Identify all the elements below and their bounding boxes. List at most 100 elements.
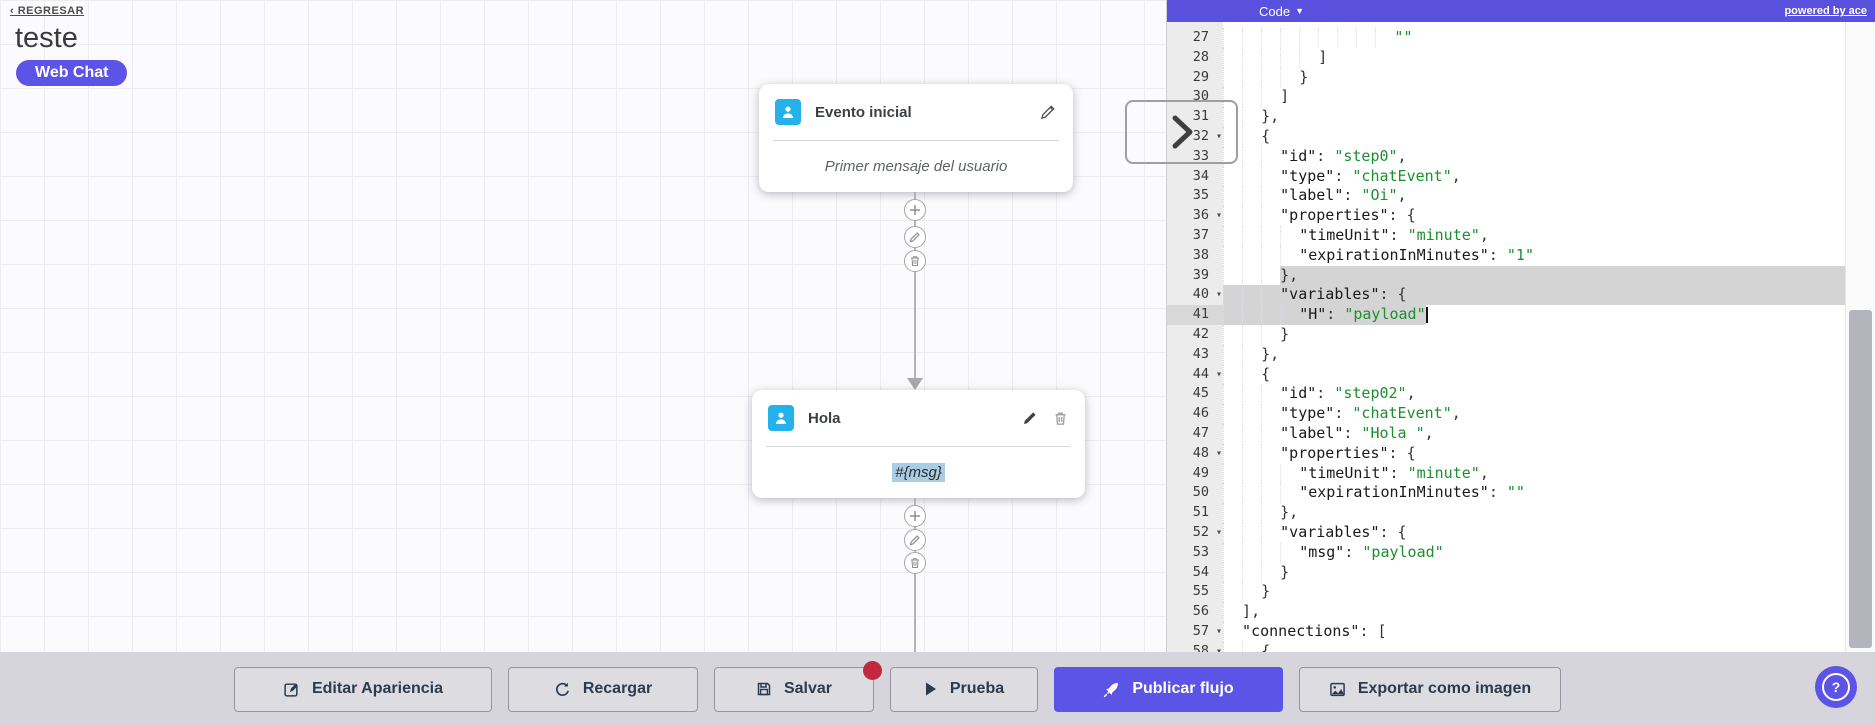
code-line: 43 }, [1167, 344, 1845, 365]
code-line: 31 }, [1167, 107, 1845, 127]
line-number: 29 [1192, 68, 1209, 85]
fold-toggle-icon[interactable]: ▾ [1215, 447, 1222, 459]
connector-line [914, 192, 916, 378]
test-button[interactable]: Prueba [890, 666, 1038, 712]
code-line: 35 "label": "Oi", [1167, 186, 1845, 207]
code-line: 40▾ "variables": { [1167, 285, 1845, 306]
fold-toggle-icon[interactable]: ▾ [1215, 289, 1222, 301]
fold-toggle-icon[interactable]: ▾ [1215, 526, 1222, 538]
line-number: 35 [1192, 187, 1209, 204]
edit-connection-button[interactable] [904, 529, 926, 551]
trash-icon [911, 256, 919, 266]
line-number: 53 [1192, 543, 1209, 560]
line-number: 42 [1192, 325, 1209, 342]
code-lines[interactable]: 27 ""28 ]29 }30 ]31 },32▾ {33 "id": "ste… [1167, 22, 1845, 652]
code-line: 27 "" [1167, 28, 1845, 48]
export-image-button[interactable]: Exportar como imagen [1299, 666, 1561, 712]
line-number: 37 [1192, 226, 1209, 243]
code-line: 47 "label": "Hola ", [1167, 423, 1845, 444]
save-icon [756, 681, 772, 697]
add-step-button[interactable] [904, 505, 926, 527]
help-button[interactable]: ? [1815, 666, 1857, 708]
chevron-down-icon: ▼ [1295, 6, 1304, 16]
line-number: 46 [1192, 405, 1209, 422]
line-number: 39 [1192, 266, 1209, 283]
line-number: 45 [1192, 385, 1209, 402]
line-number: 36▾ [1167, 206, 1223, 226]
code-mode-selector[interactable]: Code ▼ [1253, 3, 1310, 20]
line-number: 41 [1167, 305, 1223, 325]
code-panel: Code ▼ powered by ace 27 ""28 ]29 }30 ]3… [1166, 0, 1875, 652]
fold-toggle-icon[interactable]: ▾ [1215, 645, 1222, 652]
back-link[interactable]: ‹ REGRESAR [10, 5, 85, 17]
line-number: 33 [1192, 147, 1209, 164]
delete-node-icon[interactable] [1051, 409, 1069, 427]
save-button[interactable]: Salvar [714, 660, 882, 712]
line-number: 31 [1192, 108, 1209, 125]
line-number: 58▾ [1167, 642, 1223, 652]
line-number: 49 [1192, 464, 1209, 481]
line-number: 56 [1192, 603, 1209, 620]
button-label: Editar Apariencia [311, 680, 443, 697]
line-number: 52▾ [1167, 523, 1223, 543]
question-mark-icon: ? [1822, 673, 1850, 701]
edit-node-icon[interactable] [1039, 103, 1057, 121]
reload-button[interactable]: Recargar [508, 666, 698, 712]
code-line: 33 "id": "step0", [1167, 146, 1845, 167]
code-line: 39 }, [1167, 265, 1845, 286]
fold-toggle-icon[interactable]: ▾ [1215, 625, 1222, 637]
code-line: 57▾ "connections": [ [1167, 621, 1845, 642]
line-number: 55 [1192, 583, 1209, 600]
scrollbar-thumb[interactable] [1849, 310, 1872, 648]
button-label: Exportar como imagen [1357, 680, 1532, 697]
pencil-icon [909, 232, 920, 243]
fold-toggle-icon[interactable]: ▾ [1215, 130, 1222, 142]
code-line: 38 "expirationInMinutes": "1" [1167, 245, 1845, 266]
collapse-code-panel-button[interactable] [1125, 100, 1238, 164]
line-number: 51 [1192, 504, 1209, 521]
line-number: 48▾ [1167, 444, 1223, 464]
publish-button[interactable]: Publicar flujo [1054, 666, 1283, 712]
line-number: 44▾ [1167, 365, 1223, 385]
flow-title: teste [15, 22, 78, 54]
plus-icon [910, 511, 920, 521]
code-line: 44▾ { [1167, 364, 1845, 385]
node-divider [766, 446, 1071, 447]
code-line: 54 } [1167, 562, 1845, 583]
code-line: 42 } [1167, 324, 1845, 345]
fold-toggle-icon[interactable]: ▾ [1215, 368, 1222, 380]
rocket-icon [1103, 681, 1120, 698]
code-line: 30 ] [1167, 87, 1845, 108]
line-number: 27 [1192, 29, 1209, 45]
edit-connection-button[interactable] [904, 226, 926, 248]
connector-arrow-icon [907, 378, 923, 390]
refresh-icon [554, 681, 571, 698]
code-line: 51 }, [1167, 503, 1845, 523]
edit-icon [283, 681, 300, 698]
line-number: 57▾ [1167, 622, 1223, 642]
edit-node-icon[interactable] [1021, 409, 1039, 427]
line-number: 32▾ [1167, 127, 1223, 147]
node-evento-inicial[interactable]: Evento inicial Primer mensaje del usuari… [759, 84, 1073, 192]
line-number: 54 [1192, 563, 1209, 580]
play-icon [924, 681, 938, 697]
delete-connection-button[interactable] [904, 552, 926, 574]
button-label: Recargar [582, 680, 653, 697]
add-step-button[interactable] [904, 199, 926, 221]
node-hola[interactable]: Hola #{msg} [752, 390, 1085, 498]
code-line: 34 "type": "chatEvent", [1167, 166, 1845, 187]
edit-appearance-button[interactable]: Editar Apariencia [234, 666, 492, 712]
line-number: 34 [1192, 167, 1209, 184]
line-number: 40▾ [1167, 285, 1223, 305]
fold-toggle-icon[interactable]: ▾ [1215, 210, 1222, 222]
code-line: 58▾ { [1167, 641, 1845, 652]
node-body-text: #{msg} [892, 463, 945, 482]
delete-connection-button[interactable] [904, 250, 926, 272]
powered-by-ace-link[interactable]: powered by ace [1784, 5, 1867, 17]
code-line: 45 "id": "step02", [1167, 384, 1845, 405]
pencil-icon [909, 535, 920, 546]
text-cursor [1425, 307, 1428, 324]
code-line: 48▾ "properties": { [1167, 443, 1845, 464]
line-number: 50 [1192, 484, 1209, 501]
